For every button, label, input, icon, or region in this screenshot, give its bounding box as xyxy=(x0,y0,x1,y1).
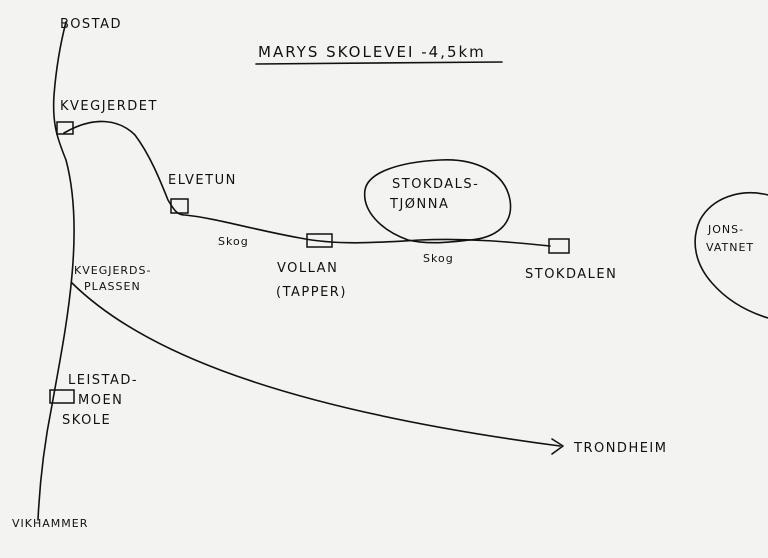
label-stokdals-tjonna-line1: STOKDALS- xyxy=(392,177,479,192)
label-kvegjerdsplassen-line2: PLASSEN xyxy=(84,280,141,293)
label-bostad: BOSTAD xyxy=(60,17,122,32)
label-elvetun: ELVETUN xyxy=(168,173,237,188)
label-kvegjerdet: KVEGJERDET xyxy=(60,99,158,114)
label-skog-1: Skog xyxy=(218,235,249,248)
label-stokdals-tjonna-line2: TJØNNA xyxy=(389,197,449,212)
kvegjerdet-building-icon xyxy=(56,121,74,135)
stokdalen-building-icon xyxy=(548,238,570,254)
label-vikhammer: VIKHAMMER xyxy=(12,517,88,530)
label-kvegjerdsplassen-line1: KVEGJERDS- xyxy=(74,264,151,277)
label-leistadmoen-line3: SKOLE xyxy=(62,413,111,428)
stokdals-tjonna-lake xyxy=(363,159,512,244)
label-jonsvatnet-line2: VATNET xyxy=(706,241,754,254)
leistadmoen-building-icon xyxy=(49,389,75,404)
elvetun-building-icon xyxy=(170,198,189,214)
label-leistadmoen-line2: MOEN xyxy=(78,393,123,408)
label-vollan-line2: (TAPPER) xyxy=(276,285,347,300)
jonsvatnet-lake xyxy=(694,192,768,319)
title-underline xyxy=(255,61,503,65)
vollan-building-icon xyxy=(306,233,333,248)
label-trondheim: TRONDHEIM xyxy=(573,441,667,456)
school-route-road xyxy=(63,120,551,247)
trondheim-road xyxy=(71,282,561,447)
map-title: MARYS SKOLEVEI -4,5km xyxy=(258,43,486,61)
label-leistadmoen-line1: LEISTAD- xyxy=(68,373,138,388)
label-stokdalen: STOKDALEN xyxy=(525,267,617,282)
label-jonsvatnet-line1: JONS- xyxy=(707,223,744,236)
main-road xyxy=(37,21,75,521)
label-vollan-line1: VOLLAN xyxy=(277,261,338,276)
trondheim-arrow-icon xyxy=(551,438,564,455)
label-skog-2: Skog xyxy=(423,252,454,265)
